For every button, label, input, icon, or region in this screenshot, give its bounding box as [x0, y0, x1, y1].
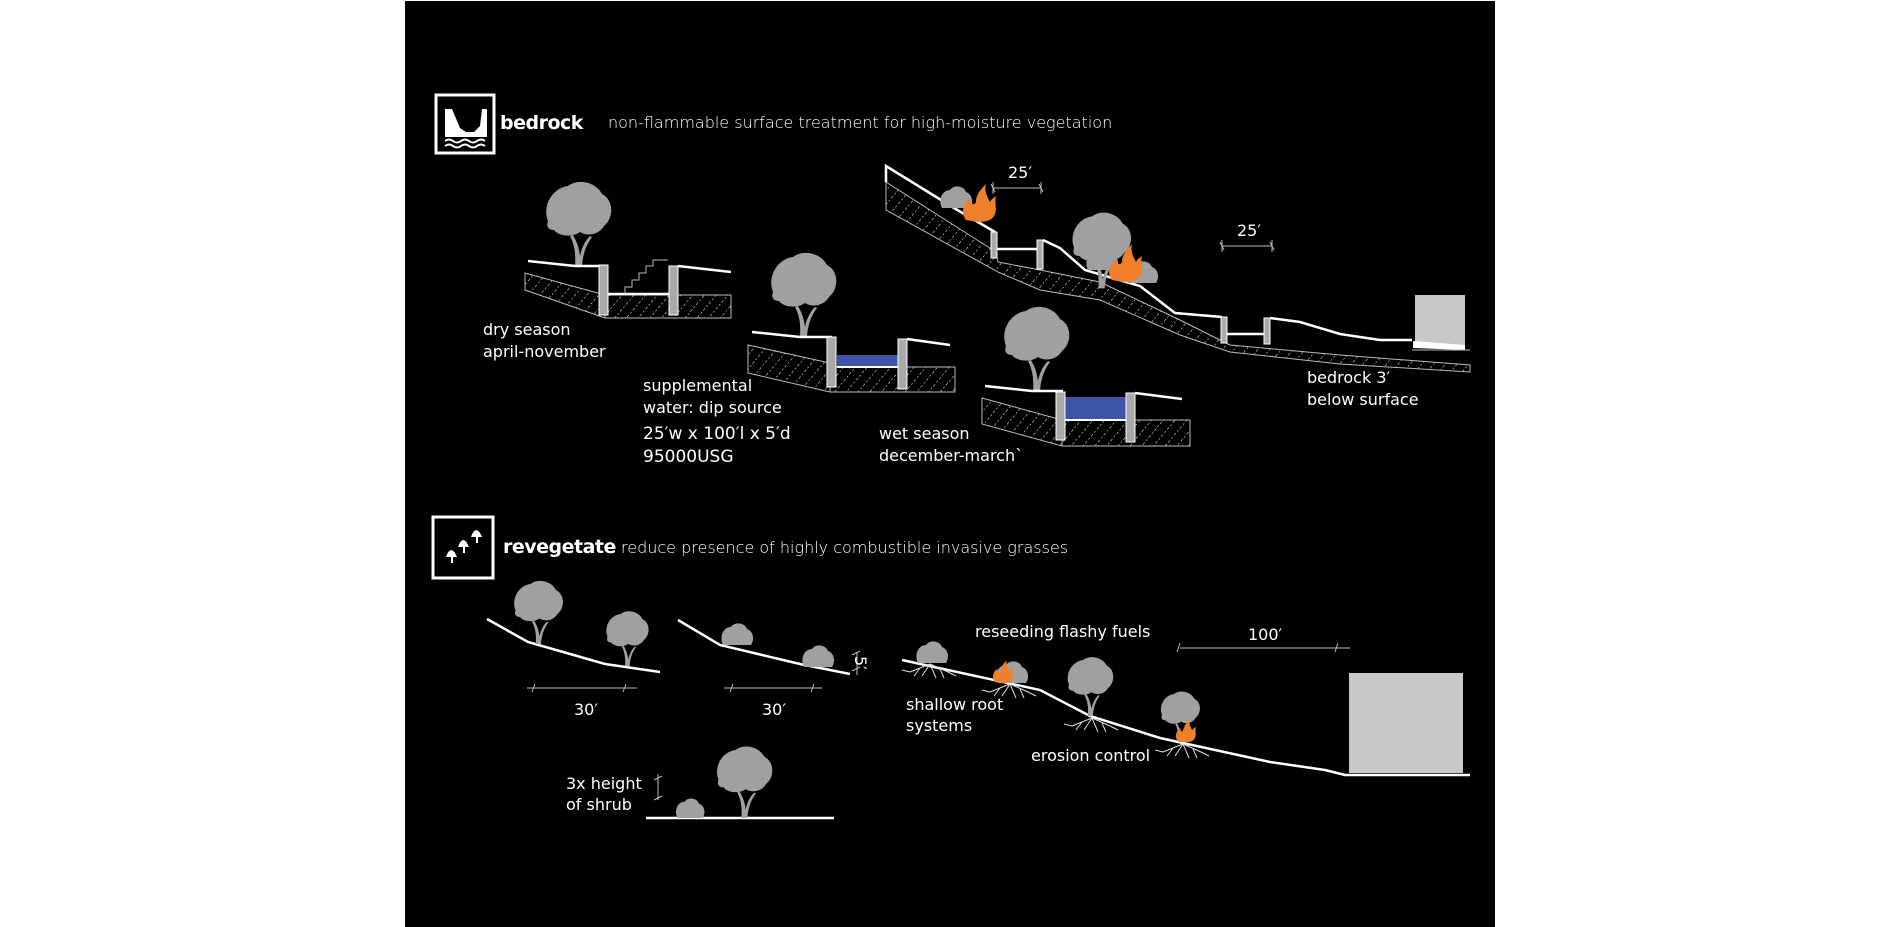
revegetate-title: revegetate [503, 536, 616, 558]
erosion-control-label: erosion control [1031, 746, 1151, 765]
wet-season-section [981, 306, 1191, 447]
diagram-panel [405, 1, 1495, 927]
below-surface-label: below surface [1307, 390, 1419, 409]
shrub-spacing-label: 30′ [762, 700, 786, 719]
slope-firebreak-section [884, 163, 1471, 373]
bedrock-depth-label: bedrock 3′ [1307, 368, 1391, 387]
wet-season-label: wet season [879, 424, 970, 443]
bedrock-water-icon [434, 93, 496, 155]
erosion-slope-diagram [901, 641, 1470, 777]
wet-season-months: december-march` [879, 446, 1024, 465]
shrub-spacing-diagram [677, 618, 861, 693]
tree-spacing-label: 30′ [574, 700, 598, 719]
of-shrub-label: of shrub [566, 795, 632, 814]
reseeding-label: reseeding flashy fuels [975, 622, 1151, 641]
dimension-25ft-b: 25′ [1237, 221, 1261, 240]
dry-season-months: april-november [483, 342, 606, 361]
dimension-25ft-a: 25′ [1008, 163, 1032, 182]
bedrock-subtitle: non-flammable surface treatment for high… [608, 113, 1113, 132]
supplemental-water-section [747, 252, 956, 393]
tree-shrub-ratio-diagram [646, 746, 834, 820]
systems-label: systems [906, 716, 973, 735]
pond-dimensions: 25′w x 100′l x 5′d [643, 424, 791, 444]
tree-spacing-diagram [486, 580, 661, 693]
trees-icon [431, 515, 495, 580]
height-ratio-label: 3x height [566, 774, 642, 793]
revegetate-subtitle: reduce presence of highly combustible in… [621, 538, 1069, 557]
shallow-root-label: shallow root [906, 695, 1004, 714]
supplemental-label: supplemental [643, 376, 753, 395]
dip-source-label: water: dip source [643, 398, 782, 417]
dry-season-label: dry season [483, 320, 571, 339]
pond-volume: 95000USG [643, 447, 734, 467]
bedrock-title: bedrock [500, 112, 583, 134]
buffer-100ft-label: 100′ [1248, 625, 1283, 644]
shrub-height-label: 5′ [851, 656, 870, 670]
dry-season-section [524, 181, 732, 319]
